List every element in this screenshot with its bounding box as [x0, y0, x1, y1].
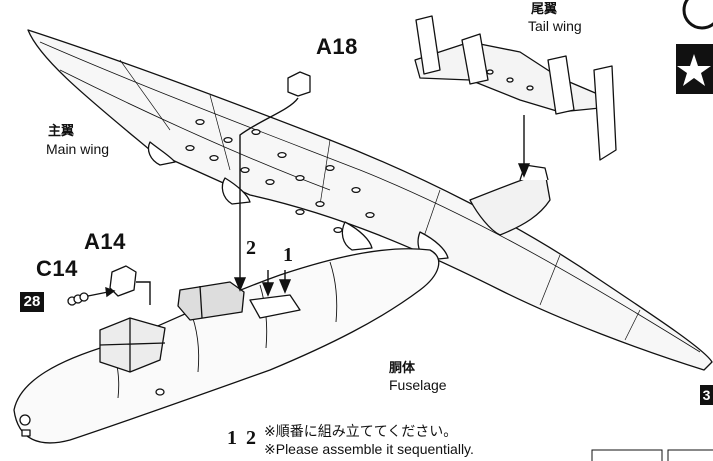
- side-reference-box: 3: [700, 385, 713, 405]
- tail-wing-drawing: [414, 15, 617, 161]
- main-wing-drawing: [27, 29, 713, 371]
- step-order-marker: 1 2: [227, 427, 258, 449]
- tail-wing-label-jp: 尾翼: [531, 2, 558, 17]
- part-a18-label: A18: [316, 34, 358, 59]
- step-marker-1: 1: [283, 244, 293, 266]
- next-panel-box: [591, 449, 663, 461]
- part-c14-label: C14: [36, 256, 78, 281]
- note-en: ※Please assemble it sequentially.: [264, 441, 474, 457]
- fuselage-label-jp: 胴体: [389, 361, 416, 376]
- part-a14-label: A14: [84, 229, 126, 254]
- next-panel-box-2: [667, 449, 713, 461]
- assembly-arrows: [87, 97, 531, 305]
- main-wing-label-en: Main wing: [46, 141, 110, 157]
- fuselage-drawing: [13, 248, 440, 444]
- step-marker-2: 2: [246, 237, 256, 259]
- part-a18-drawing: [287, 71, 311, 97]
- part-c14-drawing: [67, 292, 89, 306]
- part-a14-drawing: [109, 265, 137, 297]
- step-number-circle: [682, 0, 713, 30]
- note-jp: ※順番に組み立ててください。: [264, 424, 458, 440]
- tail-wing-label-en: Tail wing: [528, 18, 582, 34]
- star-icon: [677, 54, 711, 86]
- reference-box-28: 28: [20, 292, 44, 312]
- fuselage-label-en: Fuselage: [389, 377, 447, 393]
- main-wing-label-jp: 主翼: [48, 124, 75, 139]
